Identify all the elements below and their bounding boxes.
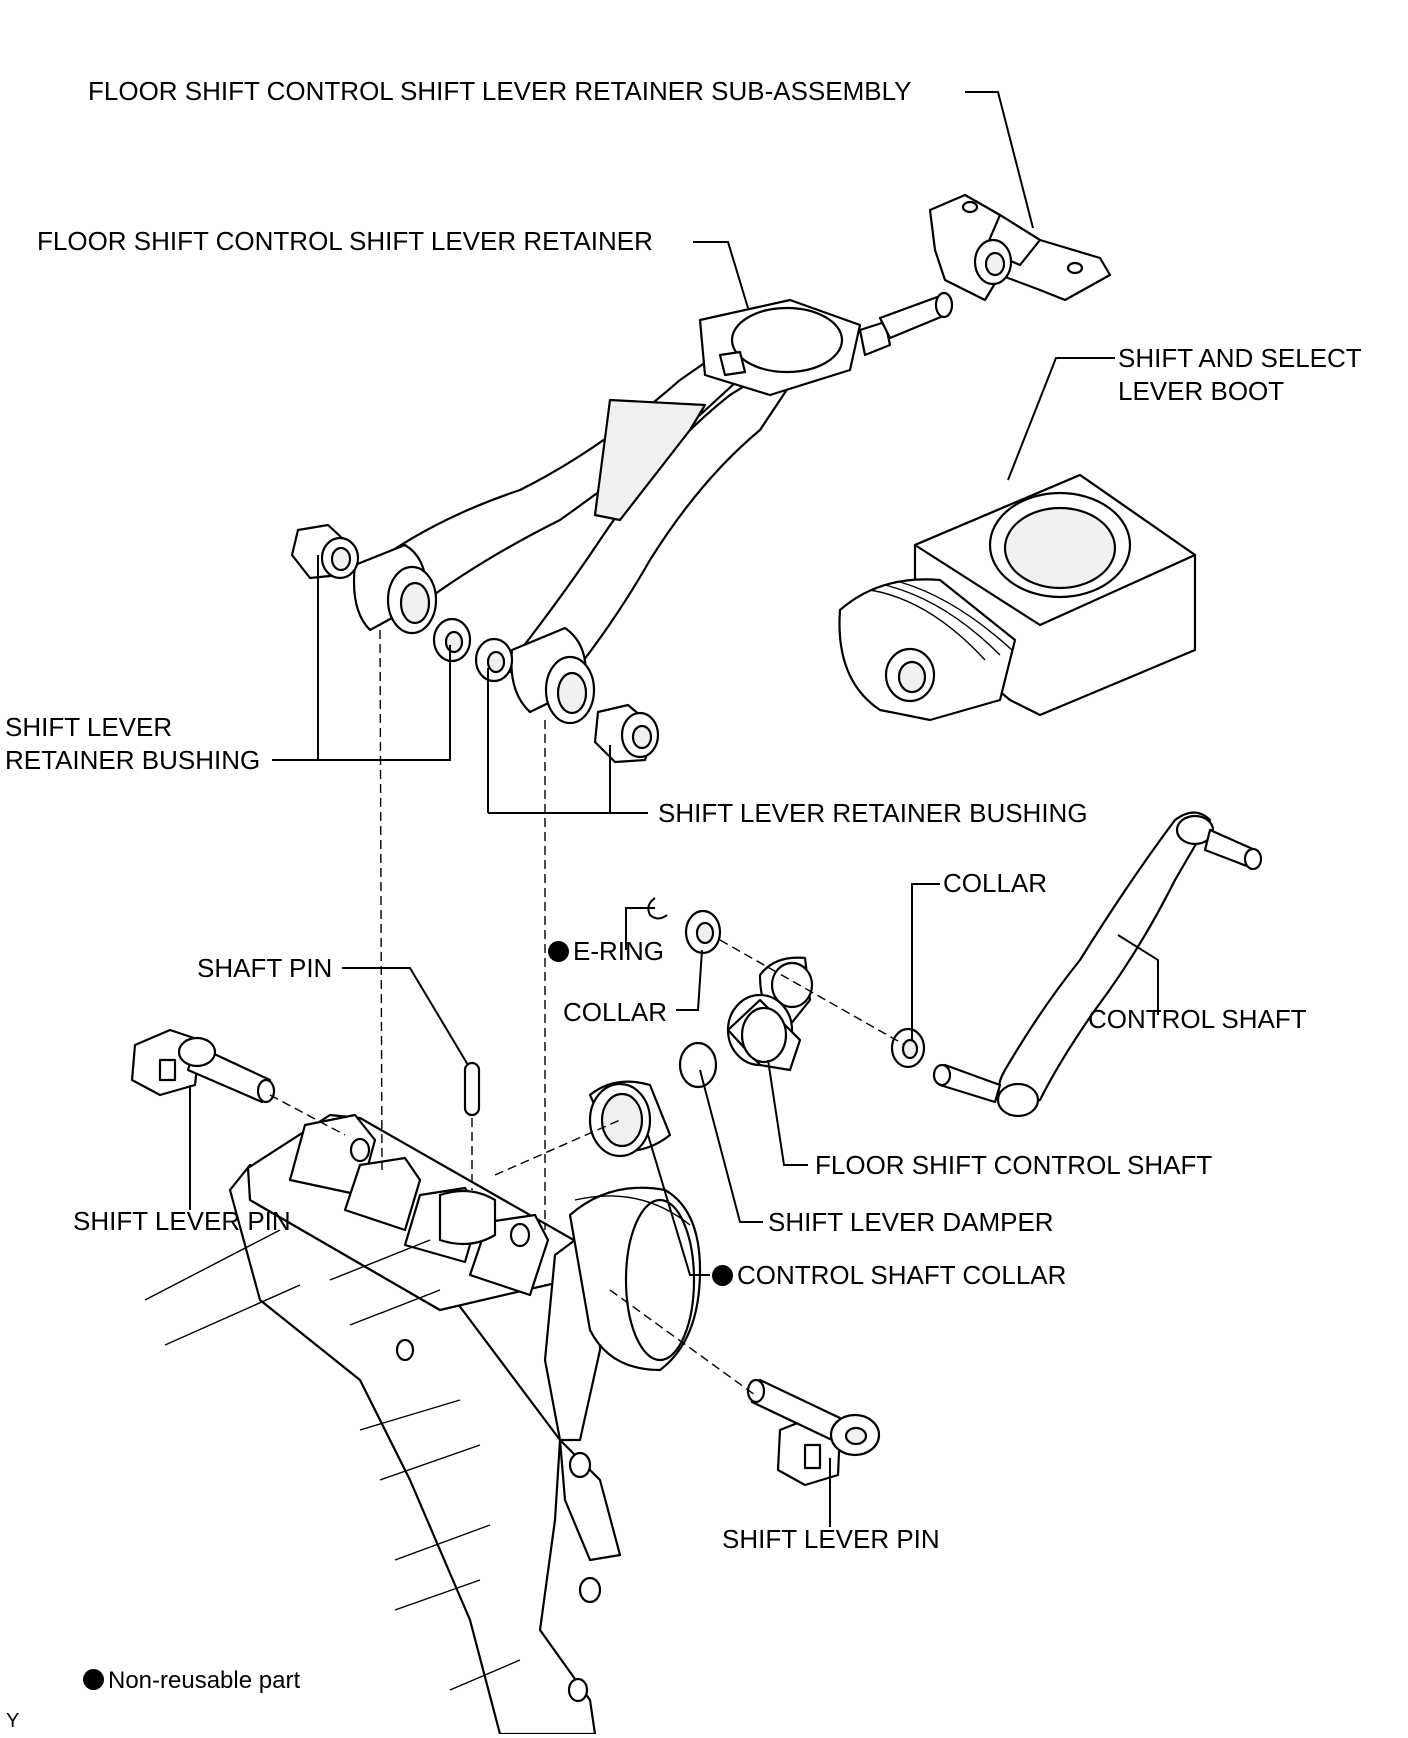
- label-control-shaft-collar: CONTROL SHAFT COLLAR: [712, 1259, 1066, 1292]
- shift-lever-pin-left-part: [130, 1028, 276, 1104]
- label-shift-lever-damper: SHIFT LEVER DAMPER: [768, 1207, 1054, 1237]
- label-control-shaft: CONTROL SHAFT: [1088, 1004, 1307, 1034]
- label-shaft-pin: SHAFT PIN: [197, 953, 333, 983]
- retainer-sub-assembly-bracket: [928, 193, 1112, 302]
- label-bushing-left-line2: RETAINER BUSHING: [5, 745, 261, 775]
- control-shaft: [932, 811, 1263, 1118]
- assembly-dashed-lines: [269, 629, 906, 1396]
- label-bushing-right: SHIFT LEVER RETAINER BUSHING: [658, 798, 1088, 828]
- leader-lines: [189, 91, 1159, 1527]
- transmission-case: [144, 1113, 702, 1734]
- label-floor-shift-control-shaft: FLOOR SHIFT CONTROL SHAFT: [815, 1150, 1213, 1180]
- label-e-ring: E-RING: [548, 935, 664, 968]
- legend-non-reusable: Non-reusable part: [83, 1664, 300, 1697]
- label-lever-boot-line2: LEVER BOOT: [1118, 376, 1285, 406]
- label-shift-lever-pin-bottom: SHIFT LEVER PIN: [722, 1524, 940, 1554]
- non-reusable-dot: [712, 1265, 733, 1286]
- label-bushing-left-line1: SHIFT LEVER: [5, 712, 173, 742]
- label-retainer-sub-assembly: FLOOR SHIFT CONTROL SHIFT LEVER RETAINER…: [88, 76, 912, 106]
- label-collar-right: COLLAR: [943, 868, 1048, 898]
- non-reusable-dot: [548, 941, 569, 962]
- label-bushing-left: SHIFT LEVER RETAINER BUSHING: [5, 711, 260, 777]
- label-retainer: FLOOR SHIFT CONTROL SHIFT LEVER RETAINER: [37, 226, 653, 256]
- label-lever-boot-line1: SHIFT AND SELECT: [1118, 343, 1362, 373]
- shift-lever-pin-bottom-part: [746, 1378, 881, 1487]
- shift-and-select-lever-boot: [838, 473, 1197, 722]
- label-control-shaft-collar-text: CONTROL SHAFT COLLAR: [737, 1260, 1067, 1290]
- label-e-ring-text: E-RING: [573, 936, 664, 966]
- shift-lever-retainer: [352, 291, 954, 725]
- legend-non-reusable-text: Non-reusable part: [108, 1667, 301, 1694]
- label-lever-boot: SHIFT AND SELECT LEVER BOOT: [1118, 342, 1362, 408]
- label-collar-left: COLLAR: [563, 997, 668, 1027]
- shaft-pin: [463, 1061, 481, 1117]
- figure-code: Y: [6, 1710, 20, 1732]
- label-shift-lever-pin-left: SHIFT LEVER PIN: [73, 1206, 291, 1236]
- small-components: [588, 897, 926, 1158]
- legend-dot: [83, 1669, 104, 1690]
